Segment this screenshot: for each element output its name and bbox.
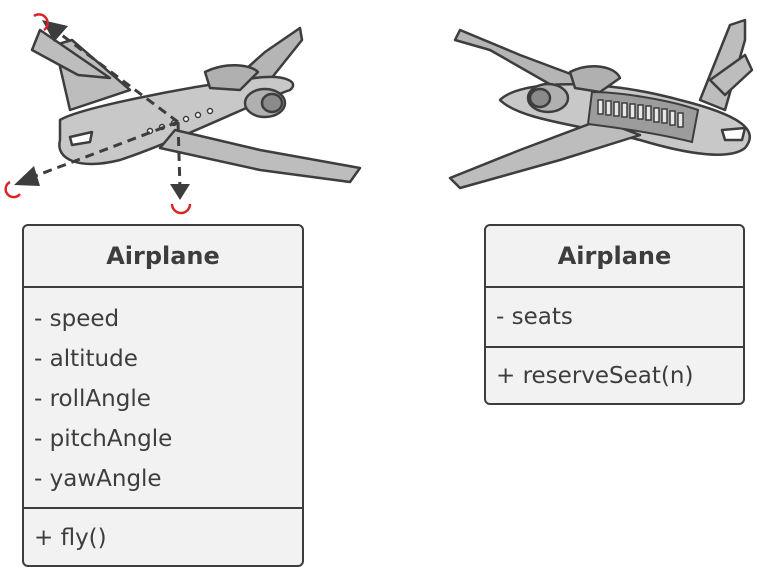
class-name: Airplane (106, 242, 220, 270)
operations-section: + reserveSeat(n) (486, 346, 743, 402)
operation-fly: + fly() (34, 525, 107, 551)
operation-reserve-seat: + reserveSeat(n) (496, 363, 694, 389)
airplane-flight-icon (30, 26, 362, 184)
attributes-section: - speed - altitude - rollAngle - pitchAn… (24, 286, 302, 507)
attribute-seats: - seats (496, 304, 573, 330)
rotation-arc-icon (4, 13, 192, 215)
operations-section: + fly() (24, 507, 302, 567)
attributes-section: - seats (486, 286, 743, 346)
attribute-altitude: - altitude (34, 346, 138, 372)
attribute-yaw-angle: - yawAngle (34, 466, 162, 492)
illustrations (4, 13, 754, 215)
cutaway-seats-icon (586, 90, 700, 144)
attribute-pitch-angle: - pitchAngle (34, 426, 173, 452)
airplane-booking-class: Airplane - seats + reserveSeat(n) (484, 224, 745, 405)
attribute-speed: - speed (34, 306, 120, 332)
rotation-axes-icon (29, 28, 182, 189)
airplane-flight-class: Airplane - speed - altitude - rollAngle … (22, 224, 304, 567)
class-name: Airplane (557, 242, 672, 270)
attribute-roll-angle: - rollAngle (34, 386, 151, 412)
